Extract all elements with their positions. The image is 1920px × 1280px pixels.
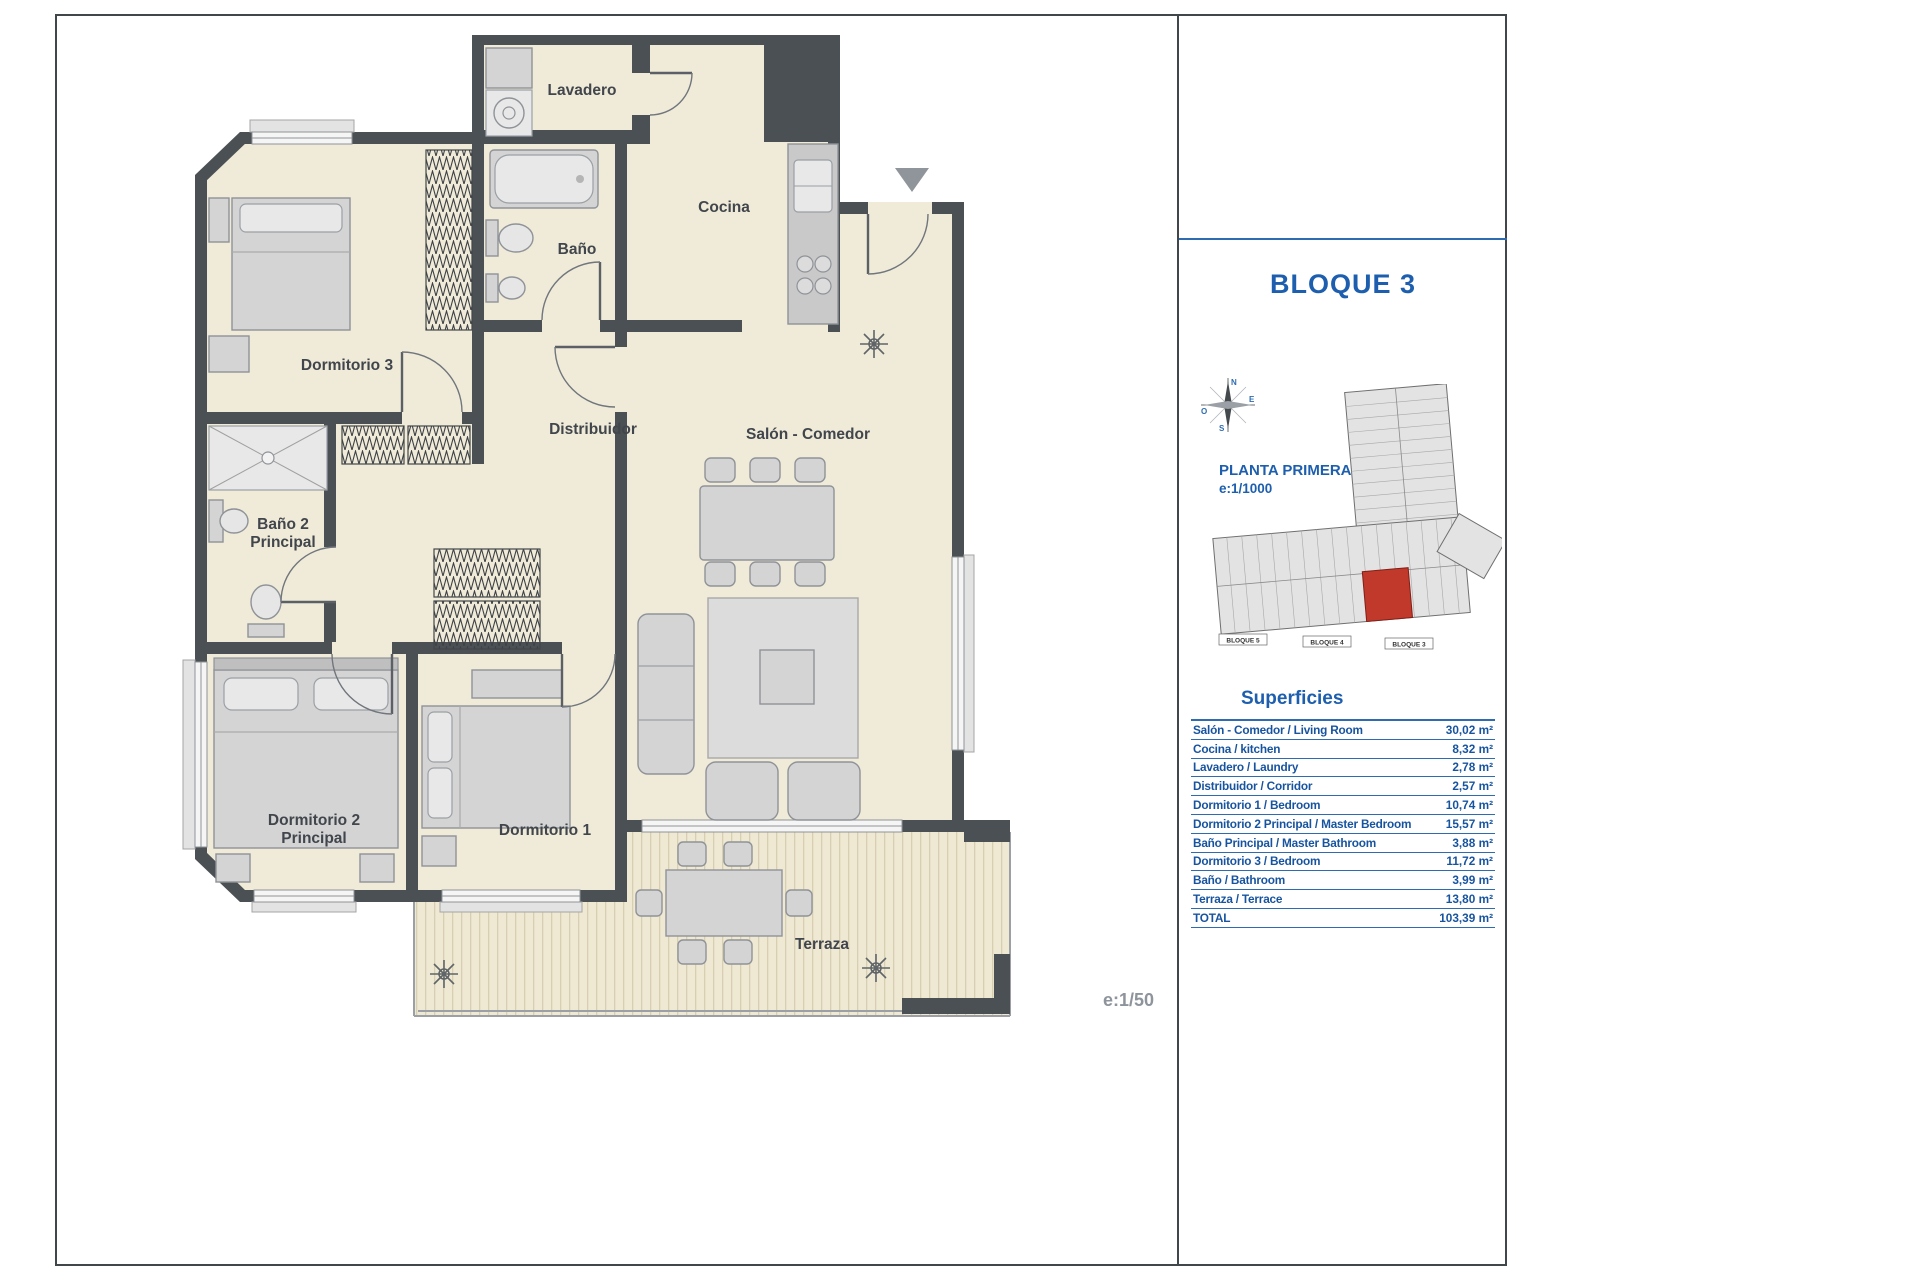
entry-arrow-icon — [895, 168, 929, 192]
compass-e: E — [1249, 395, 1255, 404]
row-label: Lavadero / Laundry — [1193, 760, 1299, 775]
room-label-bano: Baño — [558, 241, 597, 258]
row-label: Baño Principal / Master Bathroom — [1193, 835, 1377, 850]
room-label-bano2-line1: Baño 2 — [257, 516, 309, 533]
superficies-row: Baño / Bathroom 3,99 m² — [1191, 871, 1495, 891]
row-label: Dormitorio 1 / Bedroom — [1193, 798, 1321, 813]
block-title: BLOQUE 3 — [1269, 269, 1417, 299]
doors — [280, 71, 929, 715]
row-label: TOTAL — [1193, 910, 1231, 925]
row-label: Distribuidor / Corridor — [1193, 779, 1313, 794]
kitchen-counter — [787, 143, 839, 325]
room-label-terraza: Terraza — [795, 936, 849, 953]
row-value: 3,88 m² — [1452, 835, 1493, 850]
superficies-row: Dormitorio 3 / Bedroom 11,72 m² — [1191, 853, 1495, 872]
superficies-row-total: TOTAL 103,39 m² — [1191, 909, 1495, 928]
bed-dormitorio-3 — [208, 197, 351, 373]
laundry-fixtures — [485, 47, 533, 137]
row-value: 13,80 m² — [1445, 892, 1493, 907]
site-plan-minimap: BLOQUE 5 BLOQUE 4 BLOQUE 3 — [1212, 384, 1502, 650]
row-label: Terraza / Terrace — [1193, 892, 1283, 907]
drawing-sheet: Lavadero Cocina Baño Dormitorio 3 Distri… — [55, 14, 1507, 1266]
master-bathroom-fixtures — [208, 425, 328, 638]
siteplan-caption: PLANTA PRIMERA e:1/1000 — [1219, 462, 1352, 496]
row-value: 2,57 m² — [1452, 779, 1493, 794]
bathroom-fixtures — [485, 149, 599, 303]
room-label-dormitorio-1: Dormitorio 1 — [499, 822, 592, 839]
superficies-row: Terraza / Terrace 13,80 m² — [1191, 890, 1495, 909]
dining-set — [699, 457, 835, 587]
row-value: 2,78 m² — [1452, 760, 1493, 775]
row-label: Baño / Bathroom — [1193, 873, 1286, 888]
plant-icon — [430, 960, 458, 988]
drawing-scale-note: e:1/50 — [1103, 990, 1155, 1010]
bed-dormitorio-2 — [213, 657, 399, 883]
superficies-row: Distribuidor / Corridor 2,57 m² — [1191, 777, 1495, 797]
superficies-heading: Superficies — [1241, 688, 1344, 709]
room-label-salon: Salón - Comedor — [746, 426, 870, 443]
siteplan-caption-title: PLANTA PRIMERA — [1219, 462, 1352, 479]
compass-s: S — [1219, 424, 1225, 433]
row-label: Dormitorio 3 / Bedroom — [1193, 854, 1321, 869]
room-label-dorm2-line1: Dormitorio 2 — [268, 812, 360, 829]
room-label-dorm2-line2: Principal — [281, 830, 346, 847]
row-value: 10,74 m² — [1445, 798, 1493, 813]
wardrobes — [341, 149, 541, 650]
row-value: 8,32 m² — [1452, 741, 1493, 756]
superficies-table: Salón - Comedor / Living Room 30,02 m² Co… — [1191, 719, 1495, 928]
bed-dormitorio-1 — [421, 669, 571, 867]
living-room-set — [637, 597, 861, 821]
panel-rule — [1179, 238, 1507, 240]
superficies-row: Cocina / kitchen 8,32 m² — [1191, 740, 1495, 759]
terrace-dining-set — [635, 841, 813, 965]
site-block-label: BLOQUE 5 — [1226, 638, 1260, 645]
compass-icon: N E S O — [1201, 378, 1255, 433]
compass-o: O — [1201, 407, 1207, 416]
row-label: Cocina / kitchen — [1193, 741, 1281, 756]
row-value: 30,02 m² — [1445, 722, 1493, 737]
superficies-row: Dormitorio 1 / Bedroom 10,74 m² — [1191, 796, 1495, 815]
windows — [182, 119, 975, 913]
info-panel: BLOQUE 3 N E S O PLANTA PRIMERA e:1/1000 — [1179, 16, 1507, 1264]
room-label-lavadero: Lavadero — [548, 82, 617, 99]
row-value: 15,57 m² — [1445, 816, 1493, 831]
highlighted-unit — [1361, 567, 1414, 623]
panel-divider — [1177, 16, 1179, 1264]
row-value: 103,39 m² — [1439, 910, 1493, 925]
site-block-label: BLOQUE 3 — [1392, 642, 1426, 649]
room-label-distribuidor: Distribuidor — [549, 421, 637, 438]
superficies-row: Salón - Comedor / Living Room 30,02 m² — [1191, 721, 1495, 740]
room-label-bano2-line2: Principal — [250, 534, 315, 551]
superficies-section: Superficies Salón - Comedor / Living Roo… — [1191, 688, 1495, 928]
siteplan-caption-scale: e:1/1000 — [1219, 481, 1273, 496]
plant-icon — [862, 954, 890, 982]
row-value: 3,99 m² — [1452, 873, 1493, 888]
row-label: Salón - Comedor / Living Room — [1193, 722, 1363, 737]
compass-n: N — [1231, 378, 1237, 387]
site-block-label: BLOQUE 4 — [1310, 640, 1344, 647]
plant-icon — [860, 330, 888, 358]
room-label-dormitorio-3: Dormitorio 3 — [301, 357, 394, 374]
room-label-cocina: Cocina — [698, 199, 750, 216]
row-label: Dormitorio 2 Principal / Master Bedroom — [1193, 816, 1412, 831]
superficies-row: Baño Principal / Master Bathroom 3,88 m² — [1191, 834, 1495, 853]
site-block-labels: BLOQUE 5 BLOQUE 4 BLOQUE 3 — [1218, 633, 1434, 650]
floor-plan-drawing: Lavadero Cocina Baño Dormitorio 3 Distri… — [182, 35, 1011, 1017]
superficies-row: Lavadero / Laundry 2,78 m² — [1191, 759, 1495, 778]
superficies-row: Dormitorio 2 Principal / Master Bedroom 1… — [1191, 815, 1495, 834]
row-value: 11,72 m² — [1446, 854, 1493, 869]
